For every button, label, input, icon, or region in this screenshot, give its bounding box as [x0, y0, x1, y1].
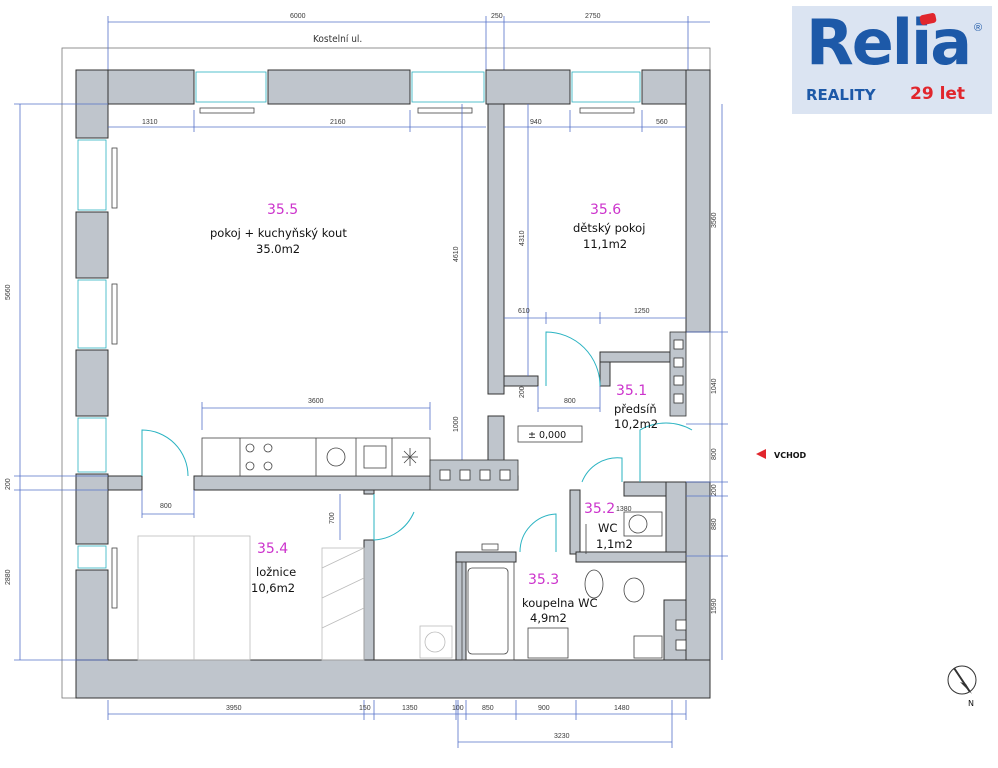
dim-in-940: 940 [530, 119, 542, 126]
walls [75, 69, 711, 699]
kitchen-counter [201, 437, 431, 477]
dim-bot-900: 900 [538, 705, 550, 712]
room-352-name: WC [598, 521, 617, 535]
dim-v-3560: 3560 [711, 212, 718, 228]
vent-shafts [429, 331, 687, 651]
dim-v-200: 200 [5, 478, 12, 490]
logo-subtitle: REALITY [806, 86, 876, 104]
dim-v-2880: 2880 [5, 569, 12, 585]
room-353-number: 35.3 [528, 572, 559, 588]
dim-bot-1350: 1350 [402, 705, 418, 712]
windows [77, 71, 641, 609]
room-351-number: 35.1 [616, 383, 647, 399]
dim-v-5660: 5660 [5, 284, 12, 300]
room-351-name: předsíň [614, 402, 657, 416]
dim-h-1250: 1250 [634, 308, 650, 315]
dim-top-6000: 6000 [290, 13, 306, 20]
dim-bot-3950: 3950 [226, 705, 242, 712]
room-353: 35.3 koupelna WC 4,9m2 [522, 572, 598, 625]
room-355-number: 35.5 [267, 202, 298, 218]
room-353-name: koupelna WC [522, 596, 598, 610]
logo-brand: Relia [806, 6, 972, 79]
dim-h-3600: 3600 [308, 398, 324, 405]
bathroom-fixtures [419, 511, 663, 661]
room-356-number: 35.6 [590, 202, 621, 218]
room-355-name: pokoj + kuchyňský kout [210, 226, 347, 240]
top-dimensions: 6000 250 2750 [107, 13, 710, 70]
bedroom-furniture [137, 535, 365, 661]
dim-h-800: 800 [564, 398, 576, 405]
room-355-area: 35.0m2 [256, 242, 300, 256]
doors [141, 331, 693, 553]
dim-v-200b: 200 [519, 386, 526, 398]
dim-h-1380: 1380 [616, 506, 632, 513]
room-353-area: 4,9m2 [530, 611, 567, 625]
dim-in-560: 560 [656, 119, 668, 126]
entrance-arrow-icon [756, 449, 766, 459]
room-352-area: 1,1m2 [596, 537, 633, 551]
room-356-name: dětský pokoj [573, 221, 645, 235]
dim-v-4310: 4310 [519, 230, 526, 246]
dim-bot-850: 850 [482, 705, 494, 712]
dim-v-1040: 1040 [711, 378, 718, 394]
dim-top-250: 250 [491, 13, 503, 20]
room-354-name: ložnice [256, 565, 296, 579]
room-354: 35.4 ložnice 10,6m2 [251, 541, 296, 595]
north-label: N [968, 699, 974, 708]
room-352: 35.2 WC 1,1m2 [584, 501, 633, 551]
dim-v-800r: 800 [711, 448, 718, 460]
room-352-number: 35.2 [584, 501, 615, 517]
dim-v-200r: 200 [711, 484, 718, 496]
dim-bot-1480: 1480 [614, 705, 630, 712]
dim-v-1000: 1000 [453, 416, 460, 432]
plan-frame [61, 47, 711, 699]
dim-top-2750: 2750 [585, 13, 601, 20]
room-351-area: 10,2m2 [614, 417, 658, 431]
room-355: 35.5 pokoj + kuchyňský kout 35.0m2 [210, 202, 347, 256]
logo-years: 29 let [910, 84, 966, 104]
room-356-area: 11,1m2 [583, 237, 627, 251]
dim-h-610: 610 [518, 308, 530, 315]
dim-v-4610: 4610 [453, 246, 460, 262]
dim-h-800b: 800 [160, 503, 172, 510]
north-arrow-icon [947, 665, 977, 695]
relia-logo: Relia ® REALITY 29 let [792, 6, 992, 114]
room-354-area: 10,6m2 [251, 581, 295, 595]
room-354-number: 35.4 [257, 541, 288, 557]
street-name: Kostelní ul. [313, 33, 362, 45]
room-351: 35.1 předsíň 10,2m2 [614, 383, 658, 431]
inner-dimensions: 1310 2160 940 560 5660 200 2880 4610 100… [5, 103, 728, 748]
level-mark: ± 0,000 [528, 430, 566, 441]
dim-bot-150: 150 [359, 705, 371, 712]
dim-v-700: 700 [329, 512, 336, 524]
level-mark-box [517, 425, 583, 443]
room-356: 35.6 dětský pokoj 11,1m2 [573, 202, 645, 251]
dim-in-1310: 1310 [142, 119, 158, 126]
logo-registered: ® [974, 22, 983, 34]
dim-bot-3230: 3230 [554, 733, 570, 740]
dim-v-1590: 1590 [711, 598, 718, 614]
entrance-label: VCHOD [774, 451, 807, 460]
dim-v-880: 880 [711, 518, 718, 530]
dim-in-2160: 2160 [330, 119, 346, 126]
